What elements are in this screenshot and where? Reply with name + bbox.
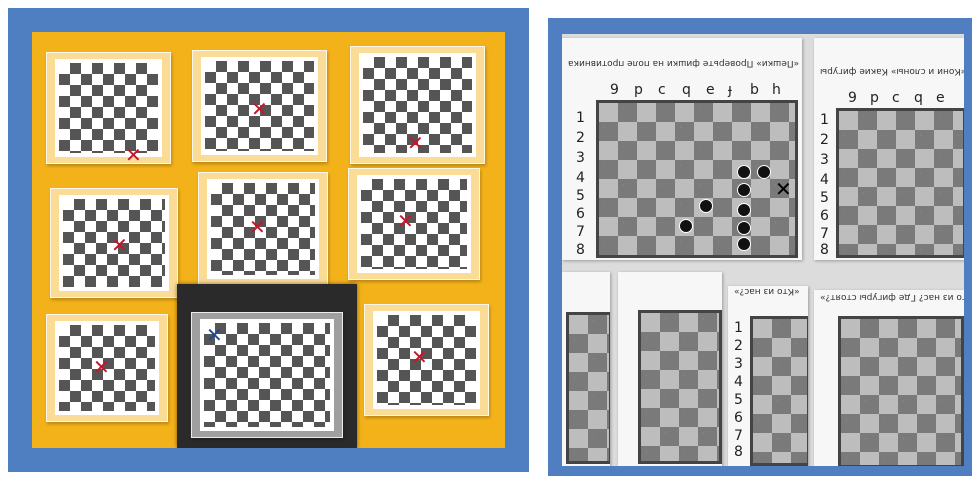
- rank-label: 1: [820, 112, 829, 128]
- worksheet-sheet: [562, 272, 610, 466]
- rank-label: 5: [576, 188, 585, 204]
- rank-label: 7: [734, 428, 743, 444]
- cross-marker: ✕: [411, 347, 428, 367]
- cross-marker: ✕: [206, 325, 223, 345]
- laminated-card: ✕: [192, 50, 327, 162]
- file-label: q: [914, 90, 923, 106]
- laminated-card: ✕: [350, 46, 485, 164]
- rank-label: 3: [820, 152, 829, 168]
- rank-label: 2: [820, 132, 829, 148]
- rank-label: 7: [820, 226, 829, 242]
- worksheet-sheet: «Кто из нас?» 1 2 3 4 5 6 7 8: [728, 286, 808, 466]
- worksheet-sheet: «Пешки» Проверьте фишки на поле противни…: [562, 38, 802, 260]
- worksheet-sheet: [618, 272, 722, 466]
- worksheet-board: [638, 310, 722, 464]
- cross-marker: ✕: [249, 217, 266, 237]
- cross-marker: ✕: [251, 99, 268, 119]
- rank-label: 2: [734, 338, 743, 354]
- cross-marker: ✕: [775, 179, 792, 199]
- chessboard: [204, 323, 330, 427]
- file-label: p: [870, 90, 879, 106]
- cross-marker: ✕: [111, 235, 128, 255]
- worksheet-photo: «Пешки» Проверьте фишки на поле противни…: [562, 34, 964, 466]
- rank-label: 6: [576, 206, 585, 222]
- worksheet-board: [838, 316, 964, 466]
- laminated-card: ✕: [50, 188, 178, 298]
- board-cells: [753, 319, 807, 463]
- chessboard: [59, 63, 158, 153]
- rank-label: 5: [734, 392, 743, 408]
- laminated-card: ✕: [364, 304, 489, 416]
- board-cells: [599, 103, 795, 255]
- worksheet-caption: «Пешки» Проверьте фишки на поле противни…: [568, 58, 799, 68]
- rank-label: 4: [820, 172, 829, 188]
- laminated-card: ✕: [46, 314, 168, 422]
- black-piece: [737, 203, 751, 217]
- worksheet-sheet: «Кони и слоны» Какие фигуры 1 2 3 4 5 6 …: [814, 38, 964, 260]
- chessboard: [361, 179, 467, 269]
- worksheet-board: [836, 108, 964, 258]
- rank-label: 4: [734, 374, 743, 390]
- worksheet-board: [750, 316, 808, 466]
- file-label: b: [750, 82, 759, 98]
- file-label: q: [682, 82, 691, 98]
- worksheet-caption: «Кони и слоны» Какие фигуры: [820, 66, 964, 76]
- laminated-card: ✕: [348, 168, 480, 280]
- file-label: p: [634, 82, 643, 98]
- board-cells: [839, 111, 963, 255]
- black-piece: [737, 183, 751, 197]
- board-cells: [641, 313, 719, 461]
- rank-label: 2: [576, 130, 585, 146]
- board-cells: [569, 315, 609, 461]
- worksheet-caption: «Кто из нас? Где фигуры стоят?»: [820, 292, 964, 302]
- worksheet-caption: «Кто из нас?»: [734, 286, 800, 296]
- rank-label: 3: [734, 356, 743, 372]
- file-label: c: [892, 90, 900, 106]
- board-cells: [841, 319, 961, 465]
- file-label: 9: [848, 90, 857, 106]
- rank-label: 4: [576, 170, 585, 186]
- rank-label: 1: [734, 320, 743, 336]
- rank-label: 6: [734, 410, 743, 426]
- cross-marker: ✕: [397, 211, 414, 231]
- yellow-board-surface: ✕ ✕ ✕ ✕ ✕ ✕ ✕ ✕ ✕: [32, 32, 505, 448]
- rank-label: 5: [820, 190, 829, 206]
- right-photo-frame: «Пешки» Проверьте фишки на поле противни…: [548, 18, 972, 476]
- laminated-card: ✕: [191, 312, 343, 438]
- file-label: h: [772, 82, 781, 98]
- file-label: 9: [610, 82, 619, 98]
- rank-label: 8: [576, 242, 585, 258]
- worksheet-board: [566, 312, 610, 464]
- rank-label: 1: [576, 110, 585, 126]
- file-label: e: [936, 90, 945, 106]
- cross-marker: ✕: [93, 357, 110, 377]
- black-piece: [679, 219, 693, 233]
- black-piece: [737, 165, 751, 179]
- laminated-card: ✕: [46, 52, 171, 164]
- rank-label: 6: [820, 208, 829, 224]
- black-box: ✕: [177, 284, 357, 448]
- black-piece: [757, 165, 771, 179]
- black-piece: [737, 237, 751, 251]
- cross-marker: ✕: [407, 133, 424, 153]
- file-label: e: [706, 82, 715, 98]
- black-piece: [737, 221, 751, 235]
- rank-label: 8: [734, 444, 743, 460]
- worksheet-sheet: «Кто из нас? Где фигуры стоят?»: [814, 290, 964, 466]
- laminated-card: ✕: [198, 172, 328, 286]
- cross-marker: ✕: [125, 145, 142, 165]
- file-label: c: [658, 82, 666, 98]
- left-photo-frame: ✕ ✕ ✕ ✕ ✕ ✕ ✕ ✕ ✕: [8, 8, 529, 472]
- rank-label: 8: [820, 242, 829, 258]
- worksheet-board: ✕: [596, 100, 798, 258]
- black-piece: [699, 199, 713, 213]
- file-label: ɟ: [728, 82, 732, 98]
- rank-label: 7: [576, 224, 585, 240]
- rank-label: 3: [576, 150, 585, 166]
